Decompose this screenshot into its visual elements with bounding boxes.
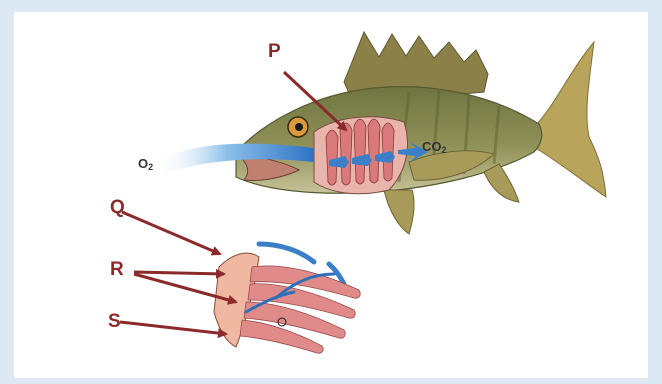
arrow-s (120, 322, 226, 334)
pelvic-fin (384, 190, 414, 234)
label-q: Q (110, 198, 125, 217)
o2-subscript: 2 (148, 162, 153, 172)
o2-label: O2 (138, 157, 153, 172)
gill-arch-detail (214, 244, 360, 353)
o2-text: O (138, 156, 148, 171)
label-s: S (108, 312, 121, 331)
diagram-frame: P Q R S O2 CO2 (14, 12, 648, 378)
arrow-q (122, 212, 220, 254)
arrow-r-upper (134, 272, 224, 274)
fish (236, 32, 606, 234)
co2-text: CO (422, 139, 442, 154)
label-r: R (110, 260, 124, 279)
label-p: P (268, 42, 281, 61)
anal-fin (484, 164, 519, 202)
co2-subscript: 2 (442, 145, 447, 155)
co2-label: CO2 (422, 140, 447, 155)
tail-fin (534, 42, 606, 197)
